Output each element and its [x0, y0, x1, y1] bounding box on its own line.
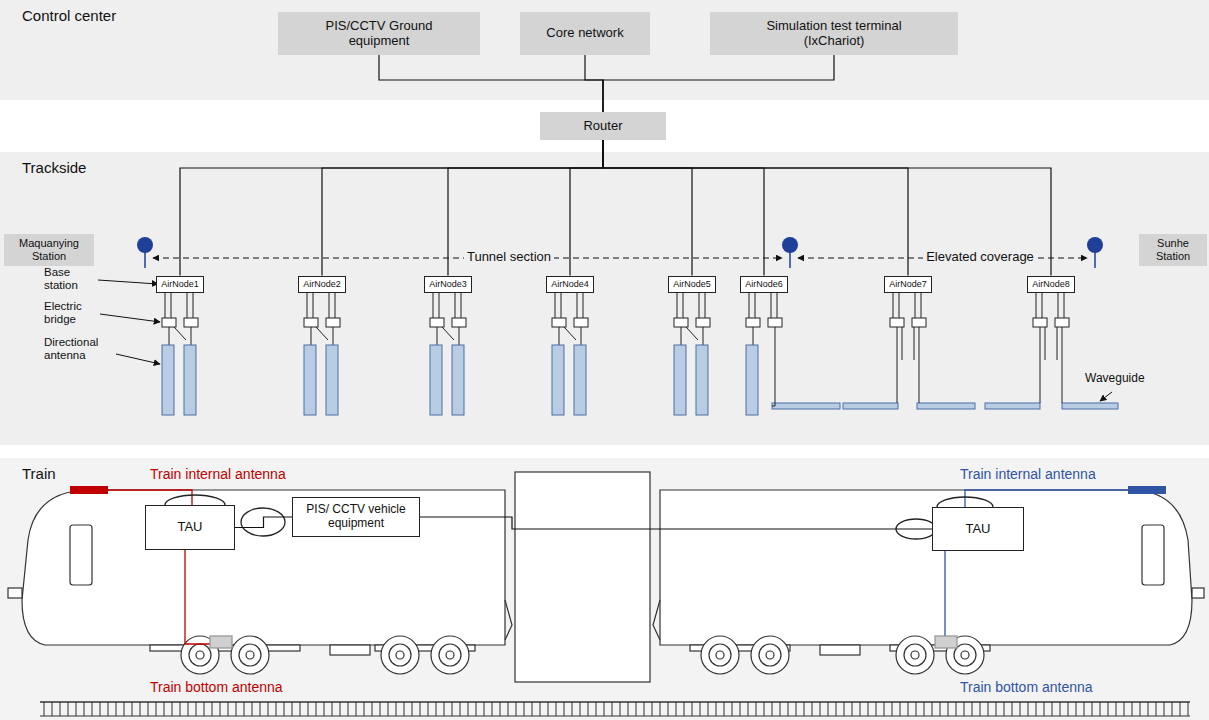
node-label: Simulation test terminal (IxChariot) — [749, 19, 919, 49]
connector-line — [603, 55, 834, 112]
base-station-box: AirNode6 — [740, 276, 788, 293]
equipment-box: Simulation test terminal (IxChariot) — [710, 12, 958, 55]
connector-line — [235, 517, 292, 528]
callout-arrows — [98, 280, 1112, 401]
connector-line — [379, 55, 603, 112]
node-label: AirNode5 — [673, 279, 711, 289]
connector-line — [603, 140, 692, 276]
rail-track — [40, 702, 1190, 716]
connector-line — [448, 140, 603, 276]
section-label: Tunnel section — [464, 250, 554, 265]
callout-label: Base station — [44, 266, 96, 292]
node-label: Router — [583, 119, 622, 134]
node-label: AirNode3 — [429, 279, 467, 289]
base-station-box: AirNode1 — [156, 276, 204, 293]
vehicle-equipment-box: PIS/ CCTV vehicle equipment — [292, 497, 420, 537]
base-station-box: AirNode2 — [298, 276, 346, 293]
connector-line — [180, 140, 603, 276]
callout-label: Waveguide — [1085, 372, 1145, 386]
section-markers — [137, 237, 1103, 268]
equipment-box: Core network — [520, 12, 650, 55]
waveguide — [772, 403, 1118, 409]
node-label: AirNode7 — [889, 279, 927, 289]
base-station-box: AirNode8 — [1027, 276, 1075, 293]
wheels — [181, 636, 984, 674]
station-box: Maquanying Station — [4, 234, 94, 266]
section-label: Elevated coverage — [923, 250, 1037, 265]
equipment-box: PIS/CCTV Ground equipment — [278, 12, 480, 55]
panel-band: TracksideMaquanying StationAirNode1 AirNo… — [0, 152, 1209, 445]
callout-label: Electric bridge — [44, 300, 98, 326]
panel-band: Control centerPIS/CCTV Ground equipmentC… — [0, 0, 1209, 100]
train-body — [8, 472, 1204, 682]
base-station-box: AirNode3 — [424, 276, 472, 293]
node-label: Sunhe Station — [1143, 237, 1203, 262]
antenna-label: Train bottom antenna — [960, 679, 1093, 695]
node-label: PIS/ CCTV vehicle equipment — [297, 503, 415, 531]
node-label: PIS/CCTV Ground equipment — [319, 19, 439, 49]
connector-line — [570, 140, 603, 276]
node-label: TAU — [177, 520, 202, 535]
callout-label: Directional antenna — [44, 336, 116, 362]
antenna-label: Train bottom antenna — [150, 679, 283, 695]
base-station-box: AirNode5 — [668, 276, 716, 293]
connector-line — [585, 55, 603, 112]
antenna-label: Train internal antenna — [150, 466, 286, 482]
tau-box: TAU — [932, 507, 1024, 551]
tau-box: TAU — [145, 505, 235, 550]
node-label: AirNode2 — [303, 279, 341, 289]
antenna-array — [162, 292, 1069, 415]
node-label: TAU — [965, 522, 990, 537]
node-label: AirNode6 — [745, 279, 783, 289]
base-station-box: AirNode7 — [884, 276, 932, 293]
train-antennas — [70, 486, 1166, 648]
connector-line — [322, 140, 603, 276]
connector-line — [603, 140, 764, 276]
connector-line — [603, 140, 1051, 276]
node-label: Core network — [546, 26, 623, 41]
base-station-box: AirNode4 — [546, 276, 594, 293]
router-box: Router — [540, 112, 666, 140]
node-label: AirNode4 — [551, 279, 589, 289]
panel-title: Trackside — [22, 159, 1187, 176]
node-label: AirNode8 — [1032, 279, 1070, 289]
connector-line — [603, 140, 908, 276]
station-box: Sunhe Station — [1139, 234, 1207, 266]
node-label: Maquanying Station — [9, 237, 89, 262]
antenna-label: Train internal antenna — [960, 466, 1096, 482]
node-label: AirNode1 — [161, 279, 199, 289]
connector-line — [420, 517, 932, 529]
